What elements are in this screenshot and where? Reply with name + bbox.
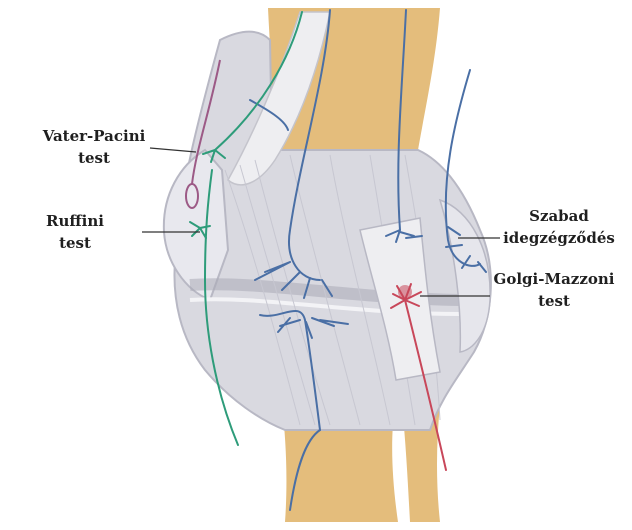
label-vater-pacini: Vater-Pacini test [24, 125, 164, 169]
label-szabad-idegvegzodes: Szabad idegzégződés [484, 205, 632, 249]
label-ruffini-line2: test [30, 232, 120, 254]
golgi-mazzoni-corpuscle [398, 285, 412, 299]
label-golgi-mazzoni: Golgi-Mazzoni test [476, 268, 632, 312]
label-vater-pacini-line1: Vater-Pacini [24, 125, 164, 147]
label-vater-pacini-line2: test [24, 147, 164, 169]
label-szabad-line1: Szabad [484, 205, 632, 227]
label-golgi-line1: Golgi-Mazzoni [476, 268, 632, 290]
label-ruffini: Ruffini test [30, 210, 120, 254]
label-ruffini-line1: Ruffini [30, 210, 120, 232]
label-szabad-line2: idegzégződés [484, 227, 632, 249]
label-golgi-line2: test [476, 290, 632, 312]
